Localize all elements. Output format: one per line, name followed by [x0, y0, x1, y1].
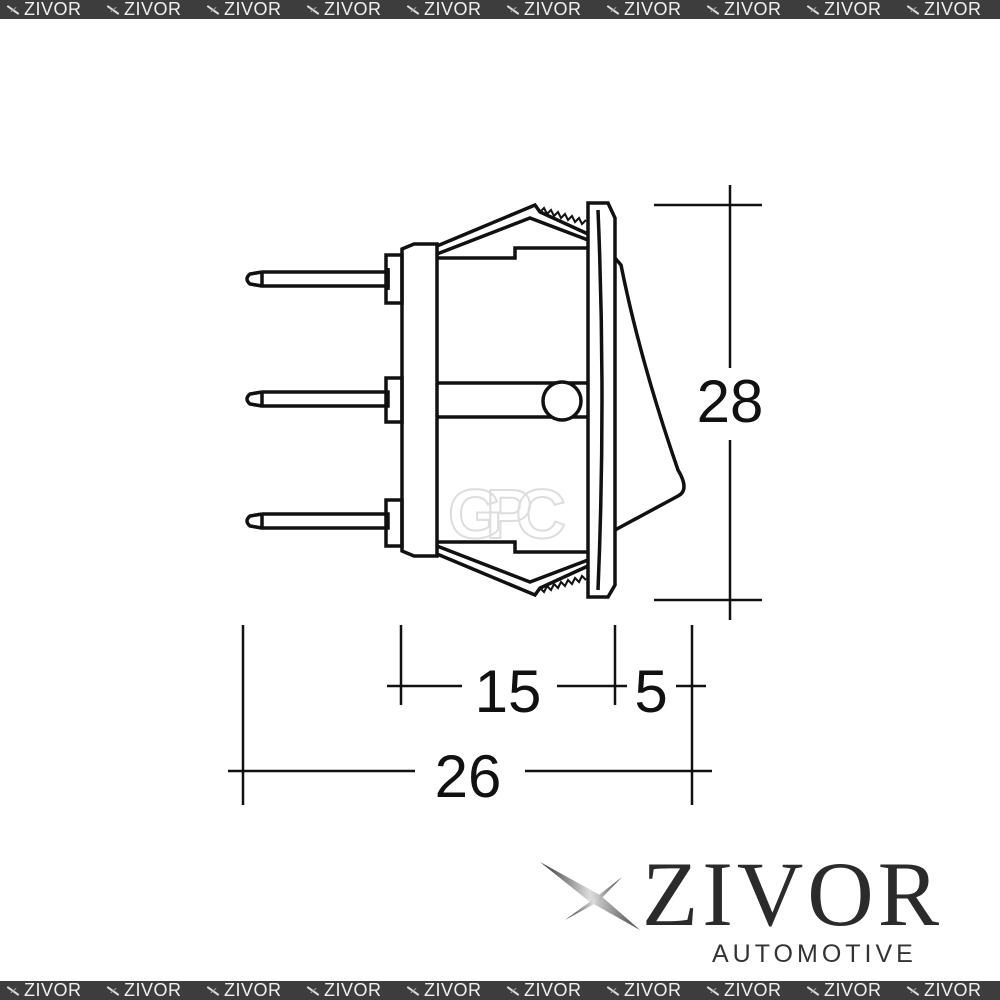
housing-flange — [400, 242, 439, 558]
banner-text: ZIVOR — [24, 0, 82, 19]
banner-item: ZIVOR — [800, 981, 900, 1000]
terminal-pin-middle — [245, 376, 404, 424]
banner-item: ZIVOR — [0, 981, 100, 1000]
banner-item: ZIVOR — [500, 0, 600, 19]
terminal-pin-bottom — [245, 498, 404, 548]
zivor-x-icon — [906, 986, 920, 996]
logo-tagline: AUTOMOTIVE — [712, 940, 917, 968]
banner-text: ZIVOR — [724, 981, 782, 1000]
zivor-x-icon — [540, 862, 640, 930]
zivor-x-icon — [706, 986, 720, 996]
banner-text: ZIVOR — [624, 0, 682, 19]
terminal-pin-top — [245, 253, 404, 305]
banner-text: ZIVOR — [124, 0, 182, 19]
banner-text: ZIVOR — [424, 0, 482, 19]
banner-text: ZIVOR — [924, 981, 982, 1000]
height-dimension — [654, 185, 762, 620]
banner-text: ZIVOR — [524, 0, 582, 19]
bezel-plate — [586, 201, 617, 599]
rocker-actuator — [613, 256, 686, 532]
banner-text: ZIVOR — [724, 0, 782, 19]
banner-text: ZIVOR — [624, 981, 682, 1000]
banner-text: ZIVOR — [524, 981, 582, 1000]
height-label: 28 — [697, 368, 764, 435]
banner-text: ZIVOR — [824, 0, 882, 19]
banner-item: ZIVOR — [300, 0, 400, 19]
logo-brand: ZIVOR — [642, 843, 944, 945]
banner-item: ZIVOR — [600, 981, 700, 1000]
banner-text: ZIVOR — [324, 981, 382, 1000]
banner-item: ZIVOR — [800, 0, 900, 19]
banner-text: ZIVOR — [224, 981, 282, 1000]
zivor-x-icon — [206, 986, 220, 996]
zivor-x-icon — [6, 986, 20, 996]
banner-text: ZIVOR — [224, 0, 282, 19]
zivor-x-icon — [406, 986, 420, 996]
banner-item: ZIVOR — [100, 0, 200, 19]
banner-item: ZIVOR — [0, 0, 100, 19]
zivor-x-icon — [506, 986, 520, 996]
zivor-x-icon — [306, 986, 320, 996]
indicator-lamp — [541, 380, 583, 422]
zivor-x-icon — [106, 986, 120, 996]
banner-item: ZIVOR — [700, 981, 800, 1000]
top-brand-banner: ZIVOR ZIVOR ZIVOR ZIVOR ZIVOR ZIVOR ZIVO… — [0, 0, 1000, 19]
banner-item: ZIVOR — [400, 0, 500, 19]
banner-text: ZIVOR — [24, 981, 82, 1000]
body-depth-label: 15 — [475, 658, 542, 725]
banner-text: ZIVOR — [424, 981, 482, 1000]
watermark: GPC — [448, 475, 566, 553]
banner-item: ZIVOR — [100, 981, 200, 1000]
length-dimensions — [228, 625, 712, 805]
banner-item: ZIVOR — [700, 0, 800, 19]
overall-length-label: 26 — [435, 743, 502, 810]
banner-text: ZIVOR — [924, 0, 982, 19]
zivor-x-icon — [606, 986, 620, 996]
banner-item: ZIVOR — [400, 981, 500, 1000]
banner-text: ZIVOR — [124, 981, 182, 1000]
banner-item: ZIVOR — [300, 981, 400, 1000]
banner-text: ZIVOR — [324, 0, 382, 19]
zivor-x-icon — [806, 986, 820, 996]
switch-housing — [436, 202, 589, 598]
bottom-brand-banner: ZIVOR ZIVOR ZIVOR ZIVOR ZIVOR ZIVOR ZIVO… — [0, 981, 1000, 1000]
banner-item: ZIVOR — [600, 0, 700, 19]
bezel-depth-label: 5 — [634, 658, 667, 725]
banner-item: ZIVOR — [200, 0, 300, 19]
banner-item: ZIVOR — [500, 981, 600, 1000]
banner-item: ZIVOR — [900, 981, 1000, 1000]
banner-text: ZIVOR — [824, 981, 882, 1000]
zivor-logo: ZIVOR AUTOMOTIVE — [540, 844, 980, 970]
banner-item: ZIVOR — [200, 981, 300, 1000]
banner-item: ZIVOR — [900, 0, 1000, 19]
